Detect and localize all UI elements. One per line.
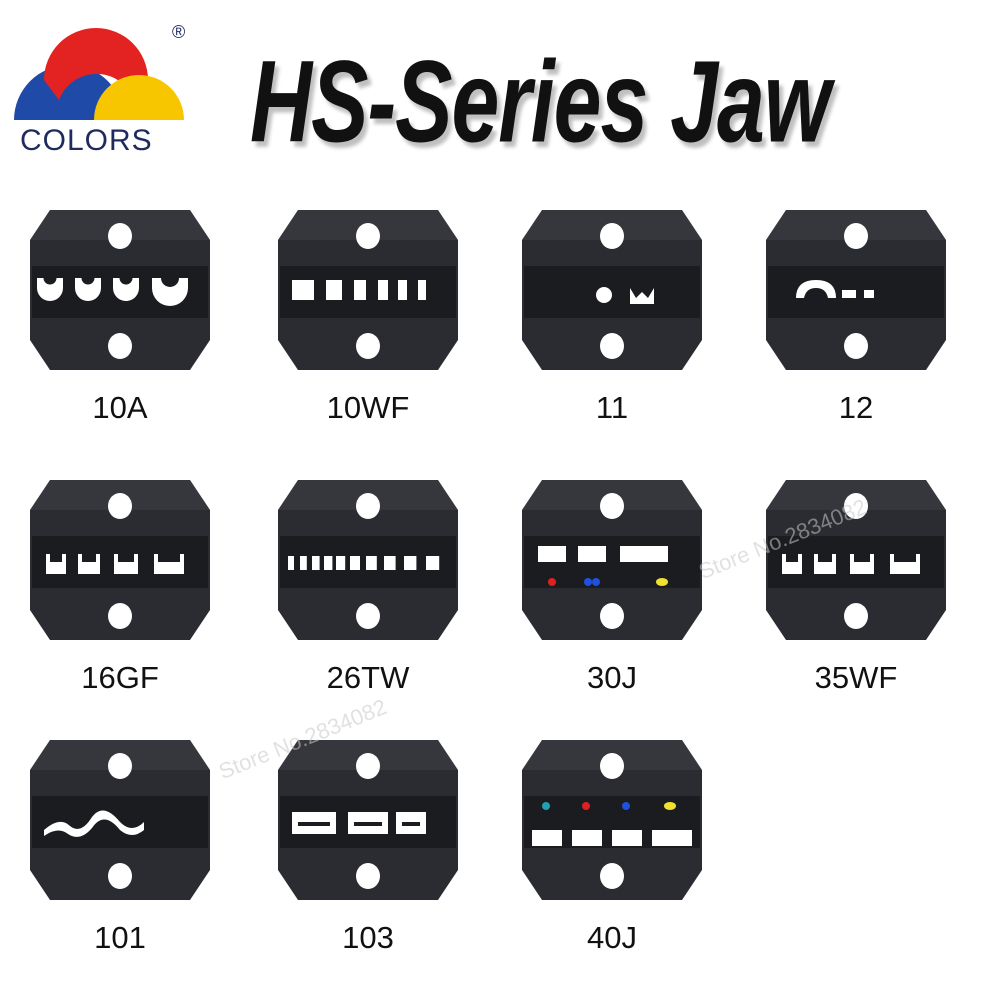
crimp-jaw-image xyxy=(278,740,458,900)
jaw-label: 30J xyxy=(587,660,637,695)
jaw-item: 16GF xyxy=(20,470,220,695)
jaw-label: 11 xyxy=(595,390,629,425)
crimp-jaw-image xyxy=(522,210,702,370)
crimp-jaw-image xyxy=(30,210,210,370)
jaw-label: 40J xyxy=(587,920,637,955)
jaw-item: 12 xyxy=(756,200,956,425)
jaw-item: 10A xyxy=(20,200,220,425)
brand-logo: ® COLORS xyxy=(14,20,194,157)
jaw-item: 11 xyxy=(512,200,712,425)
crimp-jaw-image xyxy=(522,740,702,900)
page-title: HS-Series Jaw xyxy=(250,37,831,168)
logo-emblem xyxy=(14,28,184,120)
jaw-item: 101 xyxy=(20,730,220,955)
jaw-label: 35WF xyxy=(814,660,898,695)
jaw-label: 16GF xyxy=(81,660,159,695)
jaw-label: 26TW xyxy=(326,660,410,695)
jaw-label: 103 xyxy=(342,920,394,955)
jaw-label: 10WF xyxy=(326,390,410,425)
jaw-item: 103 xyxy=(268,730,468,955)
jaw-label: 101 xyxy=(94,920,146,955)
crimp-jaw-image xyxy=(278,480,458,640)
jaw-label: 10A xyxy=(92,390,148,425)
crimp-jaw-image xyxy=(766,210,946,370)
logo-yellow-arc xyxy=(94,75,184,120)
logo-brand-text: COLORS xyxy=(20,124,153,157)
crimp-jaw-image xyxy=(30,740,210,900)
crimp-jaw-image xyxy=(278,210,458,370)
jaw-item: 35WF xyxy=(756,470,956,695)
jaw-item: 10WF xyxy=(268,200,468,425)
registered-mark: ® xyxy=(172,22,186,42)
jaw-item: 30J xyxy=(512,470,712,695)
jaw-item: 40J xyxy=(512,730,712,955)
jaw-item: 26TW xyxy=(268,470,468,695)
crimp-jaw-image xyxy=(522,480,702,640)
crimp-jaw-image xyxy=(766,480,946,640)
jaw-label: 12 xyxy=(838,390,874,425)
crimp-jaw-image xyxy=(30,480,210,640)
